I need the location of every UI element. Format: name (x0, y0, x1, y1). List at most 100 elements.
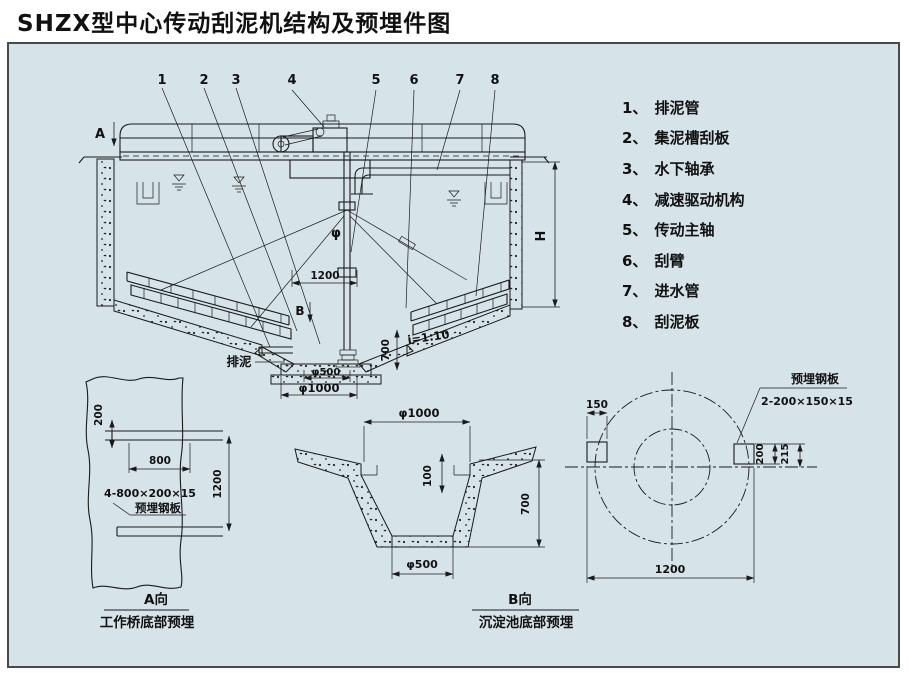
left-tank-wall (78, 156, 263, 357)
legend-item-1: 1、排泥管 (622, 92, 744, 123)
effluent-trough-left (136, 182, 160, 205)
dim-c-1200: 1200 (655, 563, 686, 576)
view-a-caption: 工作桥底部预埋 (100, 614, 195, 631)
legend-item-8: 8、刮泥板 (622, 306, 744, 337)
pit-bottom-slab (391, 535, 454, 548)
label-a: A (95, 127, 105, 142)
detail-a-view: 200 800 1200 4-800×200×15 预埋钢板 A向 工作桥底部预… (85, 376, 232, 631)
main-dimensions: φ 1200 700 i=1:10 φ500 φ1000 H 排泥 (226, 161, 560, 399)
legend-label: 集泥槽刮板 (654, 129, 730, 148)
right-tank-wall (406, 156, 550, 357)
legend-num: 2、 (622, 129, 648, 148)
callout-leaders (161, 87, 496, 348)
view-b-caption: 沉淀池底部预埋 (479, 614, 574, 631)
sludge-pipe (258, 346, 293, 354)
legend-label: 刮臂 (654, 251, 685, 270)
legend-num: 1、 (622, 98, 648, 117)
dim-c-150: 150 (586, 399, 608, 411)
main-shaft (337, 152, 357, 350)
legend-num: 3、 (622, 159, 648, 178)
reducer (312, 127, 348, 153)
main-cross-section: 1 2 3 4 5 6 7 8 A B φ (78, 73, 560, 399)
dim-phi1000: φ1000 (298, 381, 339, 395)
callout-5: 5 (371, 73, 380, 88)
embed-plate-1 (105, 430, 223, 441)
legend-label: 水下轴承 (654, 159, 715, 178)
legend-item-4: 4、减速驱动机构 (622, 184, 744, 215)
underwater-bearing (339, 349, 357, 356)
legend-num: 8、 (622, 312, 648, 331)
sludge-pit (254, 344, 414, 385)
plate-spec-c: 2-200×150×15 (761, 395, 853, 408)
scraper-arm-left (126, 271, 292, 340)
callout-4: 4 (287, 73, 296, 88)
legend-label: 减速驱动机构 (654, 190, 745, 209)
torn-strip (85, 376, 184, 590)
dim-b-phi500: φ500 (406, 558, 438, 571)
callout-8: 8 (490, 73, 499, 88)
dim-1200: 1200 (310, 270, 339, 282)
dim-a-200: 200 (93, 404, 105, 426)
dim-c-215: 215 (780, 444, 791, 465)
dim-a-1200: 1200 (212, 469, 224, 498)
legend-item-3: 3、水下轴承 (622, 153, 744, 184)
section-arrow-b: B (295, 302, 313, 323)
dim-b-700: 700 (520, 493, 532, 515)
effluent-trough-right (484, 182, 508, 205)
dim-phi500: φ500 (312, 367, 341, 378)
slope-label: i=1:10 (407, 327, 451, 347)
outer-circle (594, 389, 750, 545)
inner-circle (633, 428, 711, 506)
legend-item-7: 7、进水管 (622, 276, 744, 307)
callout-7: 7 (455, 73, 464, 88)
turnbuckle (398, 235, 416, 251)
section-arrow-a: A (95, 122, 117, 147)
dim-b-100: 100 (422, 465, 434, 487)
sludge-out-label: 排泥 (226, 354, 252, 369)
drawing-panel: 1 2 3 4 5 6 7 8 A B φ (7, 42, 900, 668)
plate-label-a: 预埋钢板 (135, 501, 181, 515)
legend-label: 进水管 (654, 282, 700, 301)
water-level-icon (172, 174, 461, 207)
legend-num: 5、 (622, 221, 648, 240)
legend-label: 传动主轴 (654, 221, 715, 240)
legend-item-6: 6、刮臂 (622, 245, 744, 276)
callout-1: 1 (157, 73, 166, 88)
legend-item-5: 5、传动主轴 (622, 214, 744, 245)
legend-num: 4、 (622, 190, 648, 209)
plate-label-c: 预埋钢板 (791, 371, 840, 386)
influent-pipe (351, 167, 510, 195)
embed-plate-right (733, 443, 755, 465)
legend-label: 排泥管 (654, 98, 700, 117)
callout-6: 6 (409, 73, 418, 88)
suspension-rods (160, 209, 468, 328)
dim-h: H (534, 231, 549, 242)
detail-c-view: 150 200 215 1200 预埋钢板 2-200×150×15 (565, 371, 853, 583)
legend-num: 7、 (622, 282, 648, 301)
legend-label: 刮泥板 (654, 312, 700, 331)
centerlines (565, 372, 817, 572)
embed-plate-left (586, 441, 608, 463)
callout-numbers: 1 2 3 4 5 6 7 8 (157, 73, 499, 88)
dim-b-phi1000: φ1000 (398, 406, 439, 420)
plate-spec-a: 4-800×200×15 (104, 487, 196, 500)
page-title: SHZX型中心传动刮泥机结构及预埋件图 (17, 11, 452, 37)
label-b: B (295, 304, 304, 318)
view-a-title: A向 (144, 591, 168, 608)
legend-item-2: 2、集泥槽刮板 (622, 123, 744, 154)
technical-drawing: 1 2 3 4 5 6 7 8 A B φ (78, 73, 853, 631)
embed-plate-2 (116, 526, 223, 537)
detail-b-view: φ1000 100 700 φ500 B向 沉淀池底部预埋 (294, 406, 579, 631)
callout-3: 3 (231, 73, 240, 88)
dim-c-200: 200 (755, 444, 766, 465)
pit-wall-left (294, 448, 393, 548)
scraper-arm-right (410, 279, 510, 336)
legend-num: 6、 (622, 251, 648, 270)
callout-2: 2 (199, 73, 208, 88)
work-bridge (119, 123, 526, 161)
dim-a-800: 800 (149, 455, 171, 467)
shaft-dia-symbol: φ (331, 226, 341, 241)
parts-legend: 1、排泥管 2、集泥槽刮板 3、水下轴承 4、减速驱动机构 5、传动主轴 6、刮… (622, 92, 744, 337)
feedwell (289, 159, 371, 179)
dim-700: 700 (380, 339, 392, 361)
